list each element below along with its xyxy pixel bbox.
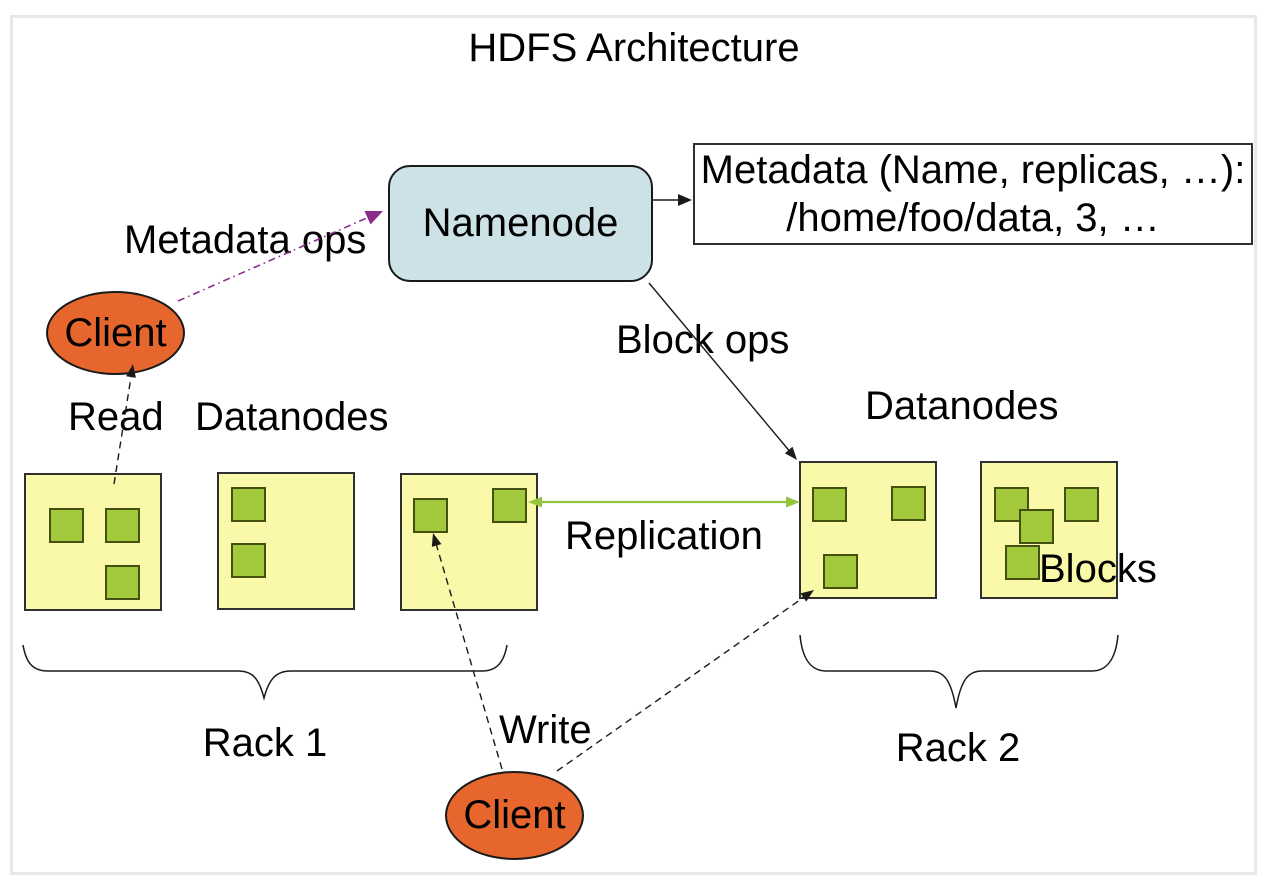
client-bottom-label: Client	[463, 793, 566, 837]
rack2-label: Rack 2	[895, 726, 1021, 770]
block	[1019, 509, 1054, 544]
block	[492, 488, 527, 523]
client-top-ellipse: Client	[46, 291, 185, 375]
rack1-datanode-1	[24, 473, 162, 611]
block	[105, 565, 140, 600]
datanodes-right-label: Datanodes	[865, 384, 1059, 428]
namenode-label: Namenode	[422, 201, 619, 245]
block	[231, 543, 266, 578]
blocks-label: Blocks	[1039, 547, 1157, 591]
block	[1005, 545, 1040, 580]
write-label: Write	[499, 708, 592, 752]
block	[105, 508, 140, 543]
namenode-box: Namenode	[388, 165, 653, 282]
datanodes-left-label: Datanodes	[195, 395, 389, 439]
metadata-box: Metadata (Name, replicas, …): /home/foo/…	[693, 143, 1253, 245]
client-top-label: Client	[64, 310, 167, 355]
diagram-title: HDFS Architecture	[468, 26, 800, 70]
block	[49, 508, 84, 543]
block	[1064, 487, 1099, 522]
block	[413, 498, 448, 533]
rack1-datanode-3	[400, 473, 538, 611]
rack1-label: Rack 1	[202, 721, 328, 765]
rack2-datanode-1	[799, 461, 937, 599]
block-ops-label: Block ops	[616, 318, 790, 362]
metadata-ops-label: Metadata ops	[124, 218, 367, 262]
block	[891, 486, 926, 521]
replication-label: Replication	[565, 514, 763, 558]
block	[812, 487, 847, 522]
client-bottom-ellipse: Client	[445, 771, 584, 860]
metadata-line1: Metadata (Name, replicas, …):	[700, 148, 1246, 192]
block	[823, 554, 858, 589]
block	[231, 487, 266, 522]
rack1-datanode-2	[217, 472, 355, 610]
rack2-datanode-2	[980, 461, 1118, 599]
read-label: Read	[68, 395, 164, 439]
metadata-line2: /home/foo/data, 3, …	[786, 196, 1160, 240]
